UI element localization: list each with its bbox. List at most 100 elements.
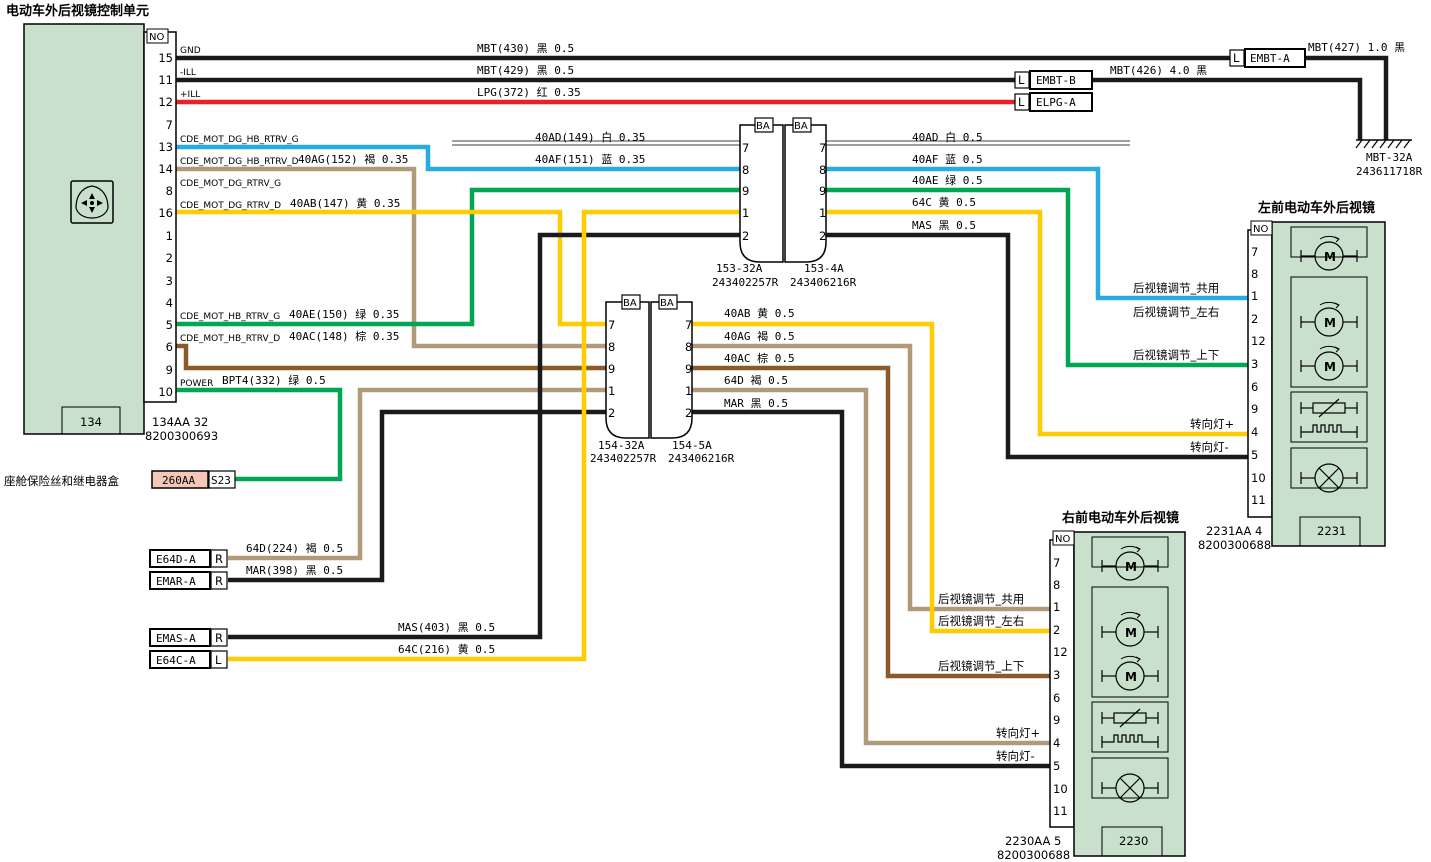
mirror-right-no: NO: [1055, 534, 1070, 545]
wire-40ac-148: [176, 343, 606, 371]
wire-mas-403: [228, 232, 740, 640]
label-r4: 64C 黄 0.5: [912, 195, 976, 209]
mr-motor-ud-icon-label: M: [1125, 670, 1137, 684]
label-w5: 40AF(151) 蓝 0.35: [535, 153, 645, 166]
wire-40af-right: [826, 166, 1248, 301]
c153-pins-left-pin-1: 1: [742, 206, 749, 220]
ecu-number: 134: [80, 415, 102, 429]
wire-40ag-152: [176, 166, 606, 349]
c153-ba-left: BA: [756, 121, 770, 132]
c153-pins-left-pin-2: 2: [742, 229, 749, 243]
label-r3: 40AE 绿 0.5: [912, 173, 983, 187]
ecu-signal-14: CDE_MOT_DG_HB_RTRV_D: [180, 157, 299, 167]
label-b1: 40AB 黄 0.5: [724, 306, 795, 320]
ml-motor-lr-icon-label: M: [1324, 316, 1336, 330]
mirror-left-part2: 8200300688: [1198, 538, 1271, 552]
ecu-no-label: NO: [149, 32, 164, 43]
wire-mbt-426: [1092, 77, 1363, 140]
c154-left-part: 243402257R: [590, 452, 657, 465]
ecu-pin-4: 4: [166, 296, 173, 310]
c154-pins-left-pin-9: 9: [608, 362, 615, 376]
c153-right-part: 243406216R: [790, 276, 857, 289]
c154-pins-right-pin-7: 7: [685, 318, 692, 332]
ml-heater-icon: [1300, 398, 1358, 418]
elpg-a-label: ELPG-A: [1036, 96, 1076, 109]
c154-pins-right-pin-1: 1: [685, 384, 692, 398]
ml-motor-ud-icon-label: M: [1324, 360, 1336, 374]
wire-40ae-150: [176, 187, 740, 327]
ecu-signal-6: CDE_MOT_HB_RTRV_D: [180, 334, 280, 344]
c154-pins-left-pin-8: 8: [608, 340, 615, 354]
wire-64c-right: [826, 209, 1248, 437]
label-w16: 64C(216) 黄 0.5: [398, 642, 495, 656]
ml-label-turn-neg: 转向灯-: [1190, 440, 1229, 454]
label-w11: MBT(427) 1.0 黑: [1308, 41, 1405, 54]
mr-pin-7: 7: [1053, 556, 1060, 570]
ml-pin-7: 7: [1251, 245, 1258, 259]
ml-label-common: 后视镜调节_共用: [1133, 281, 1219, 295]
c154-right-part: 243406216R: [668, 452, 735, 465]
label-b2: 40AG 褐 0.5: [724, 329, 795, 343]
ml-pin-6: 6: [1251, 380, 1258, 394]
elpg-a-l: L: [1018, 95, 1025, 109]
ecu-pin-1: 1: [166, 229, 173, 243]
mirror-right-title: 右前电动车外后视镜: [1061, 510, 1179, 526]
wire-mar-right: [692, 409, 1050, 769]
mr-pin-3: 3: [1053, 668, 1060, 682]
wire-64c-216: [228, 209, 740, 662]
ecu-pin-15: 15: [158, 51, 173, 65]
c153-left-id: 153-32A: [716, 262, 763, 275]
ecu-pin-7: 7: [166, 118, 173, 132]
wire-mar-398: [228, 409, 606, 583]
ground-symbol-icon: [1355, 139, 1412, 149]
mr-pin-2: 2: [1053, 623, 1060, 637]
c154-right-id: 154-5A: [672, 439, 712, 452]
ml-pin-10: 10: [1251, 471, 1266, 485]
mr-pin-1: 1: [1053, 600, 1060, 614]
ecu-pin-8: 8: [166, 184, 173, 198]
left-end-connectors: E64D-A R EMAR-A R EMAS-A R E64C-A L: [149, 549, 228, 669]
ecu-no-box: [146, 28, 169, 44]
mirror-left-internals: MMM: [1290, 226, 1368, 493]
embt-b-l: L: [1018, 73, 1025, 87]
wire-labels: MBT(430) 黑 0.5 MBT(429) 黑 0.5 LPG(372) 红…: [222, 41, 1405, 656]
ecu-signal-ill-pos: +ILL: [180, 90, 200, 100]
mr-pin-10: 10: [1053, 782, 1068, 796]
mr-motor-fold-icon: M: [1101, 545, 1159, 581]
c153-pins-right-pin-7: 7: [819, 141, 826, 155]
ecu-signal-ill-neg: -ILL: [180, 68, 196, 78]
ecu-pin-5: 5: [166, 318, 173, 332]
label-w3: LPG(372) 红 0.35: [477, 86, 581, 99]
wire-40ag-right: [692, 343, 1050, 612]
fuse-box: 座舱保险丝和继电器盒 260AA S23: [4, 470, 236, 489]
mr-pin-11: 11: [1053, 804, 1068, 818]
ecu-signal-16: CDE_MOT_DG_RTRV_D: [180, 201, 281, 211]
ecu-signal-8: CDE_MOT_DG_RTRV_G: [180, 179, 281, 189]
label-w12: MBT(426) 4.0 黑: [1110, 64, 1207, 77]
c153-ba-right: BA: [794, 121, 808, 132]
embt-a-l: L: [1233, 51, 1240, 65]
mr-turn-module-icon: [1101, 734, 1159, 748]
label-w13: 64D(224) 褐 0.5: [246, 541, 343, 555]
c154-ba-left: BA: [623, 298, 637, 309]
c153-right-id: 153-4A: [804, 262, 844, 275]
mr-pin-8: 8: [1053, 578, 1060, 592]
mirror-left-number: 2231: [1317, 524, 1346, 538]
ecu-module: 电动车外后视镜控制单元 NO 134 134AA 32 8200300693 1…: [6, 3, 299, 443]
mr-label-ud: 后视镜调节_上下: [938, 659, 1024, 673]
c154-pins-right-pin-8: 8: [685, 340, 692, 354]
ecu-pin-14: 14: [158, 162, 173, 176]
ml-motor-ud-icon: M: [1300, 345, 1358, 381]
c153-pins-left-pin-8: 8: [742, 163, 749, 177]
c153-pins-right-pin-1: 1: [819, 206, 826, 220]
ground-part: 243611718R: [1356, 165, 1423, 178]
embt-b-label: EMBT-B: [1036, 74, 1076, 87]
